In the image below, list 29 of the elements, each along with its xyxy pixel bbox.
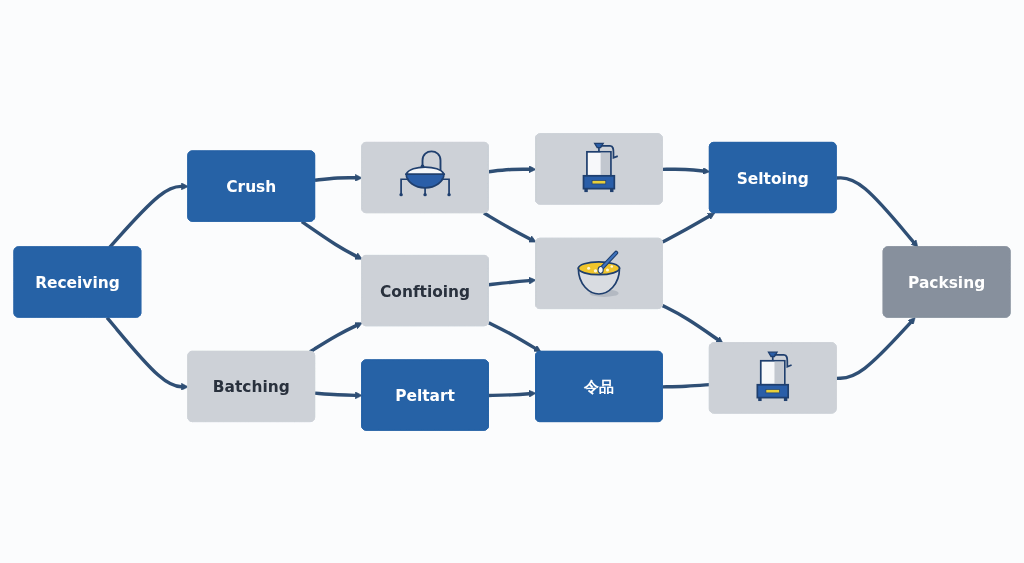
process-box: Peltart	[361, 359, 489, 431]
arrow	[488, 165, 537, 173]
arrow	[105, 315, 189, 391]
arrow	[314, 173, 363, 182]
arrow	[483, 211, 537, 242]
arrow	[662, 166, 711, 175]
process-box: Seltoing	[708, 141, 837, 213]
arrow	[661, 303, 724, 344]
arrow	[836, 316, 916, 380]
process-box: Crush	[187, 150, 316, 222]
process-box	[535, 132, 663, 204]
arrow	[488, 276, 537, 286]
process-box: Conftioing	[361, 254, 489, 326]
arrow	[108, 182, 189, 248]
arrow	[300, 219, 363, 260]
process-box	[708, 341, 837, 413]
process-box	[535, 237, 663, 309]
process-box	[361, 141, 489, 213]
process-box: Batching	[187, 350, 316, 422]
arrow	[488, 320, 542, 352]
process-box: 令品	[535, 350, 663, 422]
process-box: Packsing	[882, 245, 1011, 318]
arrow	[661, 212, 716, 244]
arrow	[488, 389, 537, 397]
process-box: Receiving	[13, 245, 142, 318]
arrow	[836, 175, 919, 248]
connector-line	[662, 382, 710, 389]
arrow	[309, 321, 363, 353]
arrow	[314, 390, 363, 399]
